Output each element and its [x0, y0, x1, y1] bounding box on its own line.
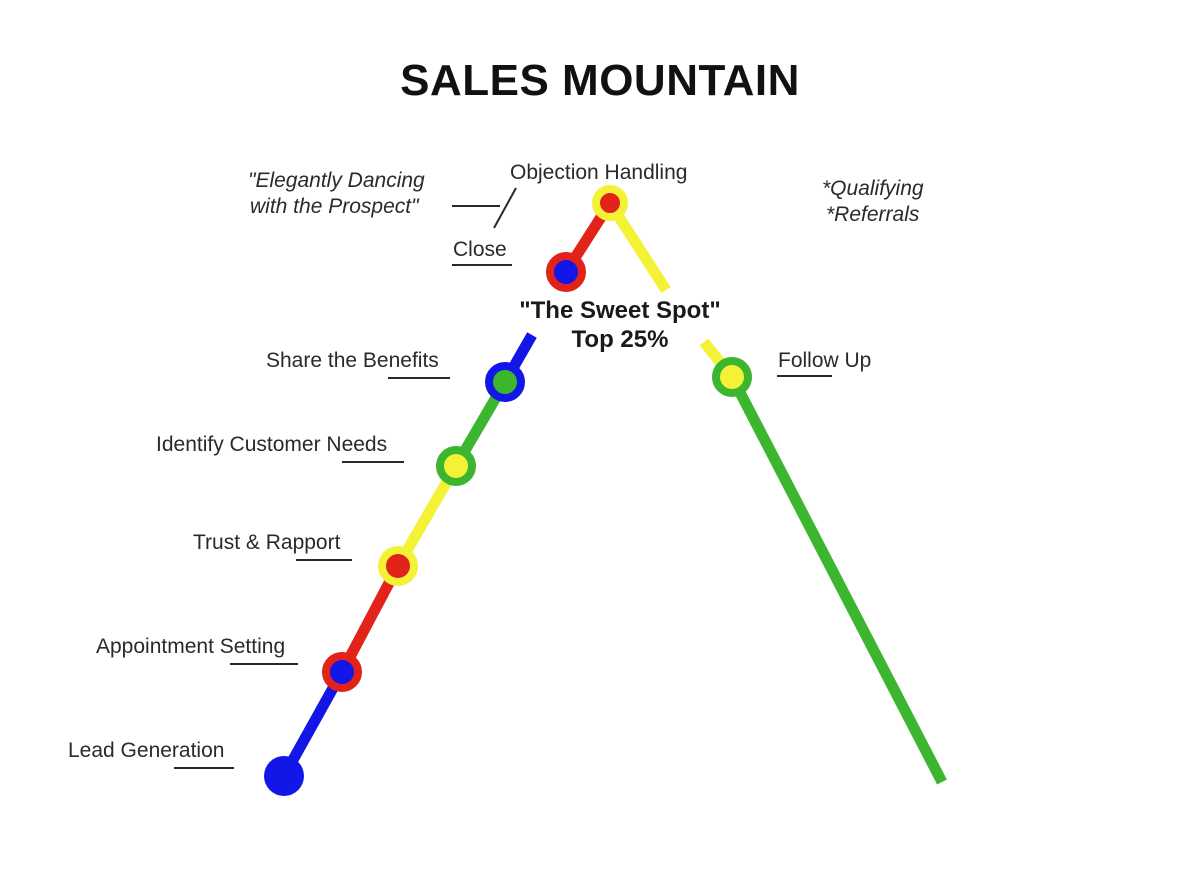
label-share-benefits: Share the Benefits [266, 349, 439, 372]
bracket-diagonal [493, 187, 517, 229]
quote-bracket [452, 187, 517, 229]
sweet-spot-line-1: "The Sweet Spot" [519, 297, 721, 324]
node-follow-up [712, 357, 752, 397]
node-trust-rapport [378, 546, 418, 586]
label-identify-needs: Identify Customer Needs [156, 433, 388, 456]
node-appointment-setting [322, 652, 362, 692]
node-objection-handling [592, 185, 628, 221]
label-trust-rapport: Trust & Rapport [193, 531, 341, 554]
label-appointment-setting: Appointment Setting [96, 635, 286, 658]
node-share-benefits [485, 362, 525, 402]
node-close [546, 252, 586, 292]
note-referrals: *Referrals [826, 203, 920, 226]
sweet-spot-line-2: Top 25% [571, 326, 669, 353]
label-lead-generation: Lead Generation [68, 739, 225, 762]
diagram-title: SALES MOUNTAIN [400, 56, 800, 105]
quote-line-2: with the Prospect" [250, 195, 419, 218]
descent-path [605, 200, 947, 785]
label-follow-up: Follow Up [778, 349, 872, 372]
label-close: Close [453, 238, 507, 261]
segment-followup-descent [727, 374, 947, 785]
milestone-nodes [264, 185, 752, 796]
label-objection-handling: Objection Handling [510, 161, 688, 184]
note-qualifying: *Qualifying [822, 177, 924, 200]
label-underlines [174, 264, 832, 769]
quote-line-1: "Elegantly Dancing [248, 169, 425, 192]
node-identify-needs [436, 446, 476, 486]
node-lead-generation [264, 756, 304, 796]
